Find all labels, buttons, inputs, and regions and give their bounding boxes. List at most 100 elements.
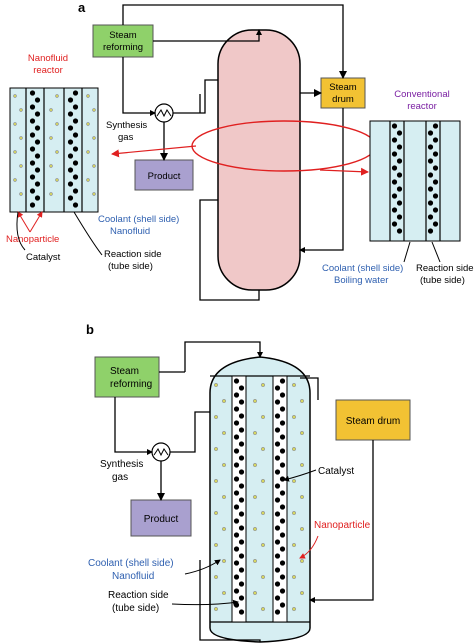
coolant-nanofluid-label-b-1: Coolant (shell side)	[88, 558, 174, 569]
nanoparticle-dot	[300, 527, 304, 531]
nanoparticle-dot	[253, 431, 257, 435]
catalyst-particle	[34, 181, 41, 187]
inset-a-pointers	[16, 211, 103, 256]
catalyst-particle	[427, 158, 434, 164]
catalyst-label-a: Catalyst	[26, 252, 61, 263]
product-box-b[interactable]	[130, 499, 192, 537]
catalyst-particle	[396, 200, 403, 206]
catalyst-particle	[391, 193, 398, 199]
catalyst-particle	[233, 532, 240, 538]
nanoparticle-dot	[253, 527, 257, 531]
synthesis-gas-label-b-2: gas	[112, 472, 128, 483]
catalyst-particle	[67, 139, 74, 145]
coolant-boiling-label-1: Coolant (shell side)	[322, 263, 403, 274]
steam-drum-box-a[interactable]	[320, 77, 366, 109]
nanoparticle-dot	[261, 543, 265, 547]
catalyst-particle	[34, 195, 41, 201]
catalyst-particle	[29, 118, 36, 124]
reaction-side-left-label-1: Reaction side	[104, 249, 162, 260]
nanoparticle-dot	[292, 415, 296, 419]
catalyst-particle	[238, 553, 245, 559]
catalyst-particle	[279, 462, 286, 468]
catalyst-particle	[233, 476, 240, 482]
catalyst-particle	[233, 420, 240, 426]
nanoparticle-dot	[49, 164, 53, 168]
steam-drum-box-b[interactable]	[335, 399, 411, 441]
catalyst-particle	[72, 146, 79, 152]
catalyst-particle	[391, 151, 398, 157]
nanoparticle-dot	[292, 607, 296, 611]
steam-reforming-label-b-1: Steam	[110, 366, 139, 377]
catalyst-particle	[432, 179, 439, 185]
nanoparticle-dot	[300, 399, 304, 403]
nanoparticle-dot	[253, 591, 257, 595]
nanoparticle-dot	[222, 591, 226, 595]
catalyst-particle	[233, 518, 240, 524]
catalyst-particle	[233, 504, 240, 510]
catalyst-particle	[238, 399, 245, 405]
nanoparticle-dot	[261, 607, 265, 611]
catalyst-particle	[233, 602, 240, 608]
catalyst-particle	[67, 125, 74, 131]
catalyst-particle	[432, 193, 439, 199]
catalyst-particle	[29, 174, 36, 180]
nanoparticle-dot	[222, 559, 226, 563]
catalyst-particle	[279, 406, 286, 412]
product-label-b: Product	[144, 514, 179, 525]
catalyst-particle	[274, 525, 281, 531]
catalyst-particle	[427, 172, 434, 178]
nanoparticle-dot	[92, 136, 96, 140]
catalyst-particle	[274, 469, 281, 475]
nanoparticle-dot	[13, 150, 17, 154]
catalyst-particle	[238, 455, 245, 461]
synthesis-gas-label-a-1: Synthesis	[106, 120, 147, 131]
steam-reforming-box-a[interactable]	[92, 24, 154, 58]
nanoparticle-dot	[13, 94, 17, 98]
catalyst-particle	[29, 90, 36, 96]
nanoparticle-dot	[19, 164, 23, 168]
catalyst-particle	[396, 130, 403, 136]
catalyst-particle	[238, 413, 245, 419]
catalyst-particle	[274, 595, 281, 601]
panel-b: b Steam reforming Steam drum Product	[86, 322, 411, 643]
catalyst-particle	[72, 174, 79, 180]
catalyst-particle	[72, 90, 79, 96]
catalyst-particle	[391, 123, 398, 129]
nanoparticle-label-a: Nanoparticle	[6, 234, 59, 245]
catalyst-particle	[279, 602, 286, 608]
conventional-reactor-label-2: reactor	[407, 101, 437, 112]
nanoparticle-dot	[214, 607, 218, 611]
catalyst-particle	[238, 441, 245, 447]
nanoparticle-dot	[55, 178, 59, 182]
catalyst-particle	[67, 97, 74, 103]
nanoparticle-dot	[261, 575, 265, 579]
catalyst-particle	[274, 427, 281, 433]
steam-reforming-box-b[interactable]	[94, 356, 160, 398]
catalyst-particle	[238, 539, 245, 545]
nanoparticle-dot	[261, 511, 265, 515]
catalyst-particle	[396, 214, 403, 220]
nanoparticle-dot	[253, 399, 257, 403]
nanoparticle-dot	[19, 192, 23, 196]
catalyst-particle	[274, 455, 281, 461]
catalyst-particle	[279, 448, 286, 454]
catalyst-particle	[274, 511, 281, 517]
nanoparticle-dot	[13, 178, 17, 182]
coolant-boiling-label-2: Boiling water	[334, 275, 388, 286]
catalyst-particle	[238, 511, 245, 517]
steam-reforming-label-a-2: reforming	[103, 42, 143, 53]
catalyst-particle	[274, 581, 281, 587]
nanoparticle-dot	[300, 495, 304, 499]
catalyst-particle	[279, 378, 286, 384]
panel-a-label: a	[78, 0, 86, 15]
catalyst-particle	[279, 392, 286, 398]
catalyst-particle	[432, 221, 439, 227]
catalyst-particle	[279, 504, 286, 510]
nanoparticle-dot	[214, 447, 218, 451]
catalyst-particle	[274, 441, 281, 447]
nanoparticle-dot	[300, 431, 304, 435]
catalyst-particle	[67, 167, 74, 173]
nanoparticle-dot	[55, 94, 59, 98]
catalyst-particle	[427, 228, 434, 234]
nanoparticle-dot	[222, 527, 226, 531]
